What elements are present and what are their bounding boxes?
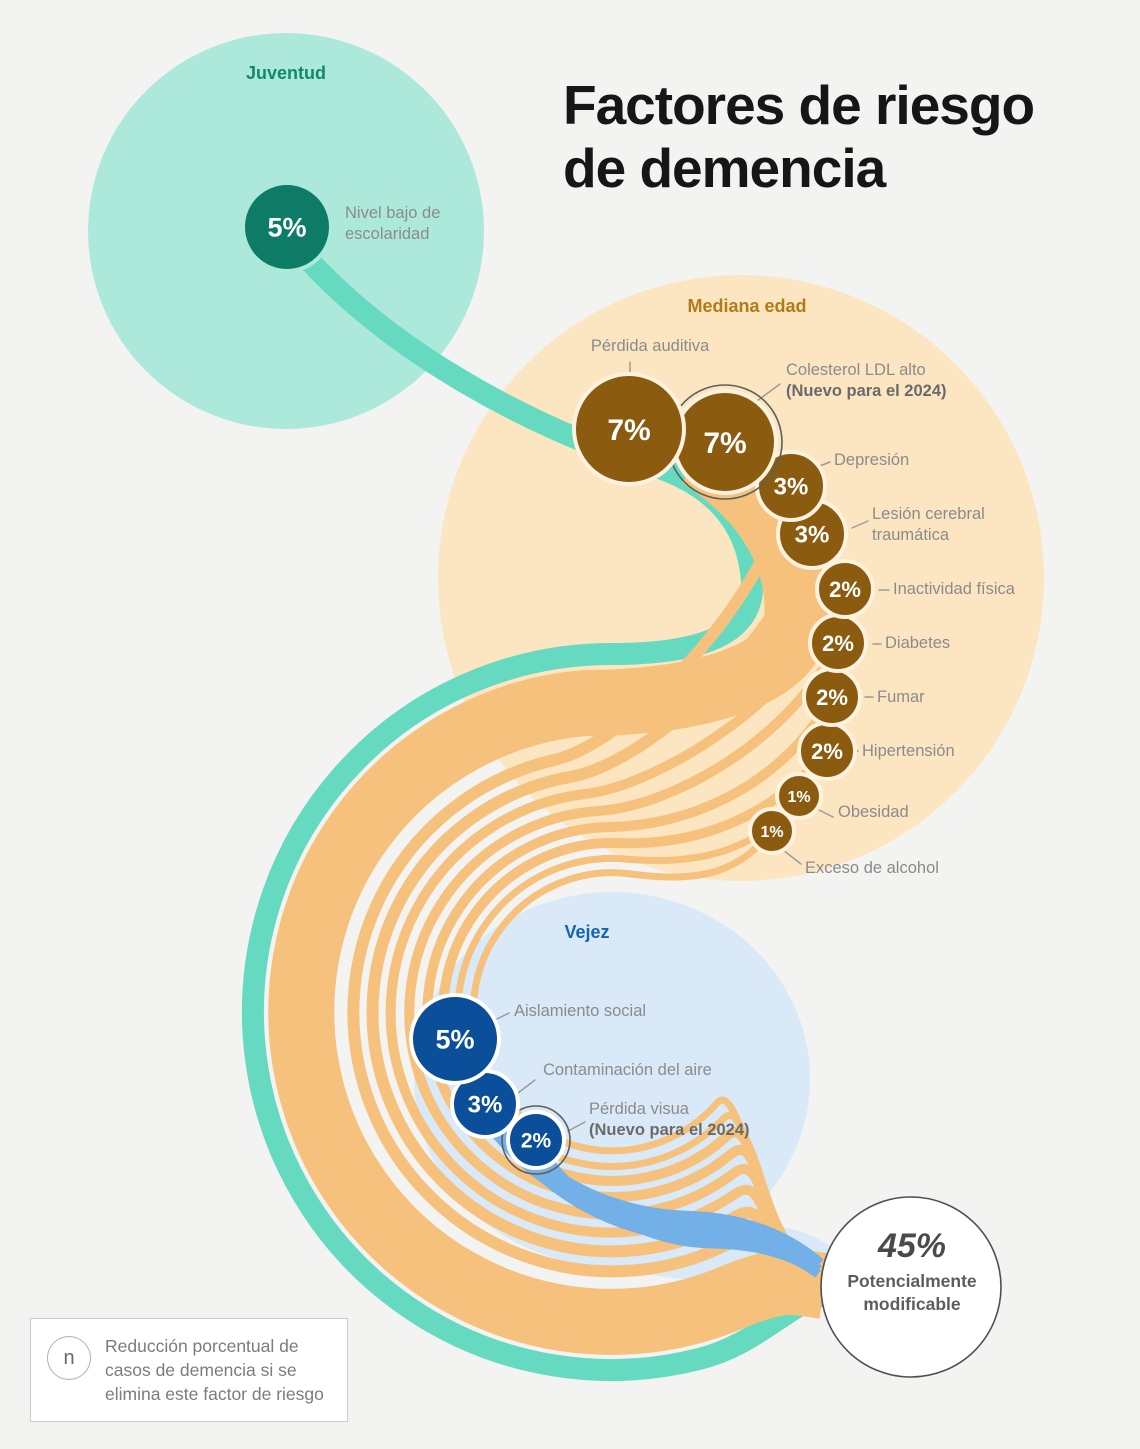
factor-label-text-nivel-bajo-de-escolaridad: Nivel bajo de escolaridad (345, 204, 441, 243)
factor-value-perdida-visua: 2% (521, 1130, 552, 1153)
factor-label-text-hipertension: Hipertensión (862, 742, 955, 760)
factor-circle-obesidad (775, 772, 823, 820)
factor-label-text-contaminacion-del-aire: Contaminación del aire (543, 1061, 712, 1079)
factor-value-nivel-bajo-de-escolaridad: 5% (267, 213, 306, 243)
factor-note-perdida-visua: (Nuevo para el 2024) (589, 1121, 750, 1139)
total-modifiable-value: 45% (877, 1227, 947, 1265)
factor-value-obesidad: 1% (787, 789, 810, 806)
factor-label-text-diabetes: Diabetes (885, 634, 951, 652)
factor-value-colesterol-ldl-alto: 7% (703, 427, 746, 460)
factor-label-exceso-de-alcohol: Exceso de alcohol (805, 858, 1005, 879)
factor-circle-nivel-bajo-de-escolaridad (241, 181, 333, 273)
factor-label-text-depresion: Depresión (834, 451, 910, 469)
factor-label-text-colesterol-ldl-alto: Colesterol LDL alto (786, 361, 926, 379)
ribbon-depresion (347, 484, 824, 1288)
factor-value-lesion-cerebral-traumatica: 3% (795, 522, 830, 549)
factor-label-text-aislamiento-social: Aislamiento social (514, 1002, 647, 1020)
factor-note-colesterol-ldl-alto: (Nuevo para el 2024) (786, 382, 947, 400)
factor-value-aislamiento-social: 5% (435, 1025, 474, 1055)
factor-value-inactividad-fisica: 2% (829, 577, 861, 602)
connector-lesion-cerebral-traumatica (851, 520, 869, 529)
factor-value-diabetes: 2% (822, 631, 854, 656)
factor-label-nivel-bajo-de-escolaridad: Nivel bajo de escolaridad (345, 203, 485, 245)
factor-label-text-perdida-auditiva: Pérdida auditiva (590, 337, 710, 355)
factor-label-obesidad: Obesidad (838, 802, 968, 823)
factor-value-contaminacion-del-aire: 3% (468, 1092, 503, 1119)
connector-contaminacion-del-aire (517, 1079, 536, 1094)
total-modifiable-label: Potencialmente modificable (847, 1271, 977, 1314)
factor-label-hipertension: Hipertensión (862, 741, 1022, 762)
legend-text: Reducción porcentual de casos de demenci… (105, 1336, 324, 1404)
factor-label-contaminacion-del-aire: Contaminación del aire (543, 1060, 783, 1081)
factor-circle-perdida-auditiva (572, 372, 686, 486)
factor-value-fumar: 2% (816, 685, 848, 710)
factor-circle-perdida-visua (506, 1110, 566, 1170)
new-2024-ring-perdida-visua (501, 1105, 571, 1175)
factor-value-depresion: 3% (774, 474, 809, 501)
stage-label-vejez: Vejez (564, 922, 610, 942)
ribbon-perdida-visua (548, 1162, 821, 1278)
factor-label-text-inactividad-fisica: Inactividad física (893, 580, 1015, 598)
factor-label-text-perdida-visua: Pérdida visua (589, 1100, 689, 1118)
legend-n-icon: n (47, 1336, 91, 1380)
factor-label-fumar: Fumar (877, 687, 987, 708)
total-modifiable: 45% Potencialmente modificable (827, 1226, 997, 1316)
factor-label-depresion: Depresión (834, 450, 964, 471)
factor-circle-exceso-de-alcohol (748, 807, 796, 855)
connector-perdida-visua (567, 1121, 586, 1132)
factor-circle-aislamiento-social (409, 993, 501, 1085)
stage-label-juventud: Juventud (245, 63, 326, 83)
factor-circle-inactividad-fisica (815, 559, 875, 619)
factor-label-perdida-visua: Pérdida visua (Nuevo para el 2024) (589, 1099, 809, 1141)
factor-value-perdida-auditiva: 7% (607, 414, 650, 447)
factor-label-diabetes: Diabetes (885, 633, 1015, 654)
factor-label-text-lesion-cerebral-traumatica: Lesión cerebral traumática (872, 505, 985, 544)
factor-label-text-exceso-de-alcohol: Exceso de alcohol (805, 859, 939, 877)
factor-value-exceso-de-alcohol: 1% (760, 824, 783, 841)
stage-label-mediana-edad: Mediana edad (687, 296, 807, 316)
legend-box: n Reducción porcentual de casos de demen… (30, 1318, 348, 1422)
connector-exceso-de-alcohol (782, 849, 802, 865)
factor-label-perdida-auditiva: Pérdida auditiva (570, 336, 730, 357)
factor-label-lesion-cerebral-traumatica: Lesión cerebral traumática (872, 504, 1022, 546)
ribbon-perdida-auditiva-colesterol (268, 427, 831, 1355)
factor-label-colesterol-ldl-alto: Colesterol LDL alto (Nuevo para el 2024) (786, 360, 1006, 402)
factor-value-hipertension: 2% (811, 739, 843, 764)
total-modifiable-circle (820, 1196, 1002, 1378)
factor-label-aislamiento-social: Aislamiento social (514, 1001, 714, 1022)
factor-label-text-obesidad: Obesidad (838, 803, 909, 821)
ribbon-inactividad-fisica (385, 587, 850, 1287)
page-title: Factores de riesgo de demencia (563, 74, 1035, 199)
factor-label-text-fumar: Fumar (877, 688, 925, 706)
factor-label-inactividad-fisica: Inactividad física (893, 579, 1073, 600)
factor-circle-depresion (755, 450, 827, 522)
ribbon-diabetes (404, 640, 843, 1287)
